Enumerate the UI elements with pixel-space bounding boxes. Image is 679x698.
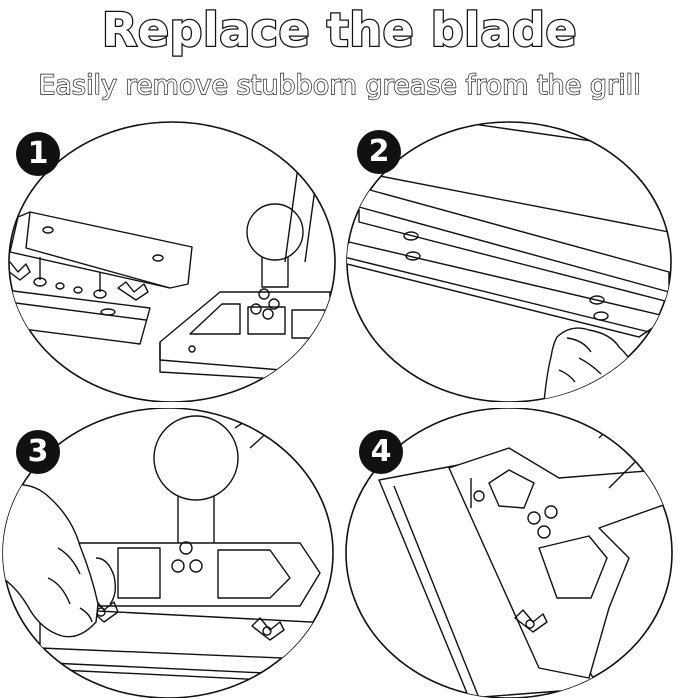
step-number-badge: 1: [16, 132, 60, 176]
blade-edge-held-by-hand-icon: [346, 121, 672, 402]
step-4-panel: 4: [339, 408, 679, 698]
step-number-badge: 4: [359, 430, 403, 474]
step-3-panel: 3: [0, 408, 340, 698]
disassembled-blade-parts-icon: [8, 121, 336, 402]
step-number-badge: 2: [357, 130, 401, 174]
hands-tightening-wing-nuts-icon: [2, 408, 334, 698]
assembled-scraper-blade-icon: [345, 408, 673, 698]
page-subtitle: Easily remove stubborn grease from the g…: [38, 69, 642, 101]
step-2-panel: 2: [339, 112, 679, 402]
step-number-badge: 3: [16, 430, 60, 474]
page-title: Replace the blade: [101, 2, 578, 59]
step-1-panel: 1: [0, 112, 340, 402]
